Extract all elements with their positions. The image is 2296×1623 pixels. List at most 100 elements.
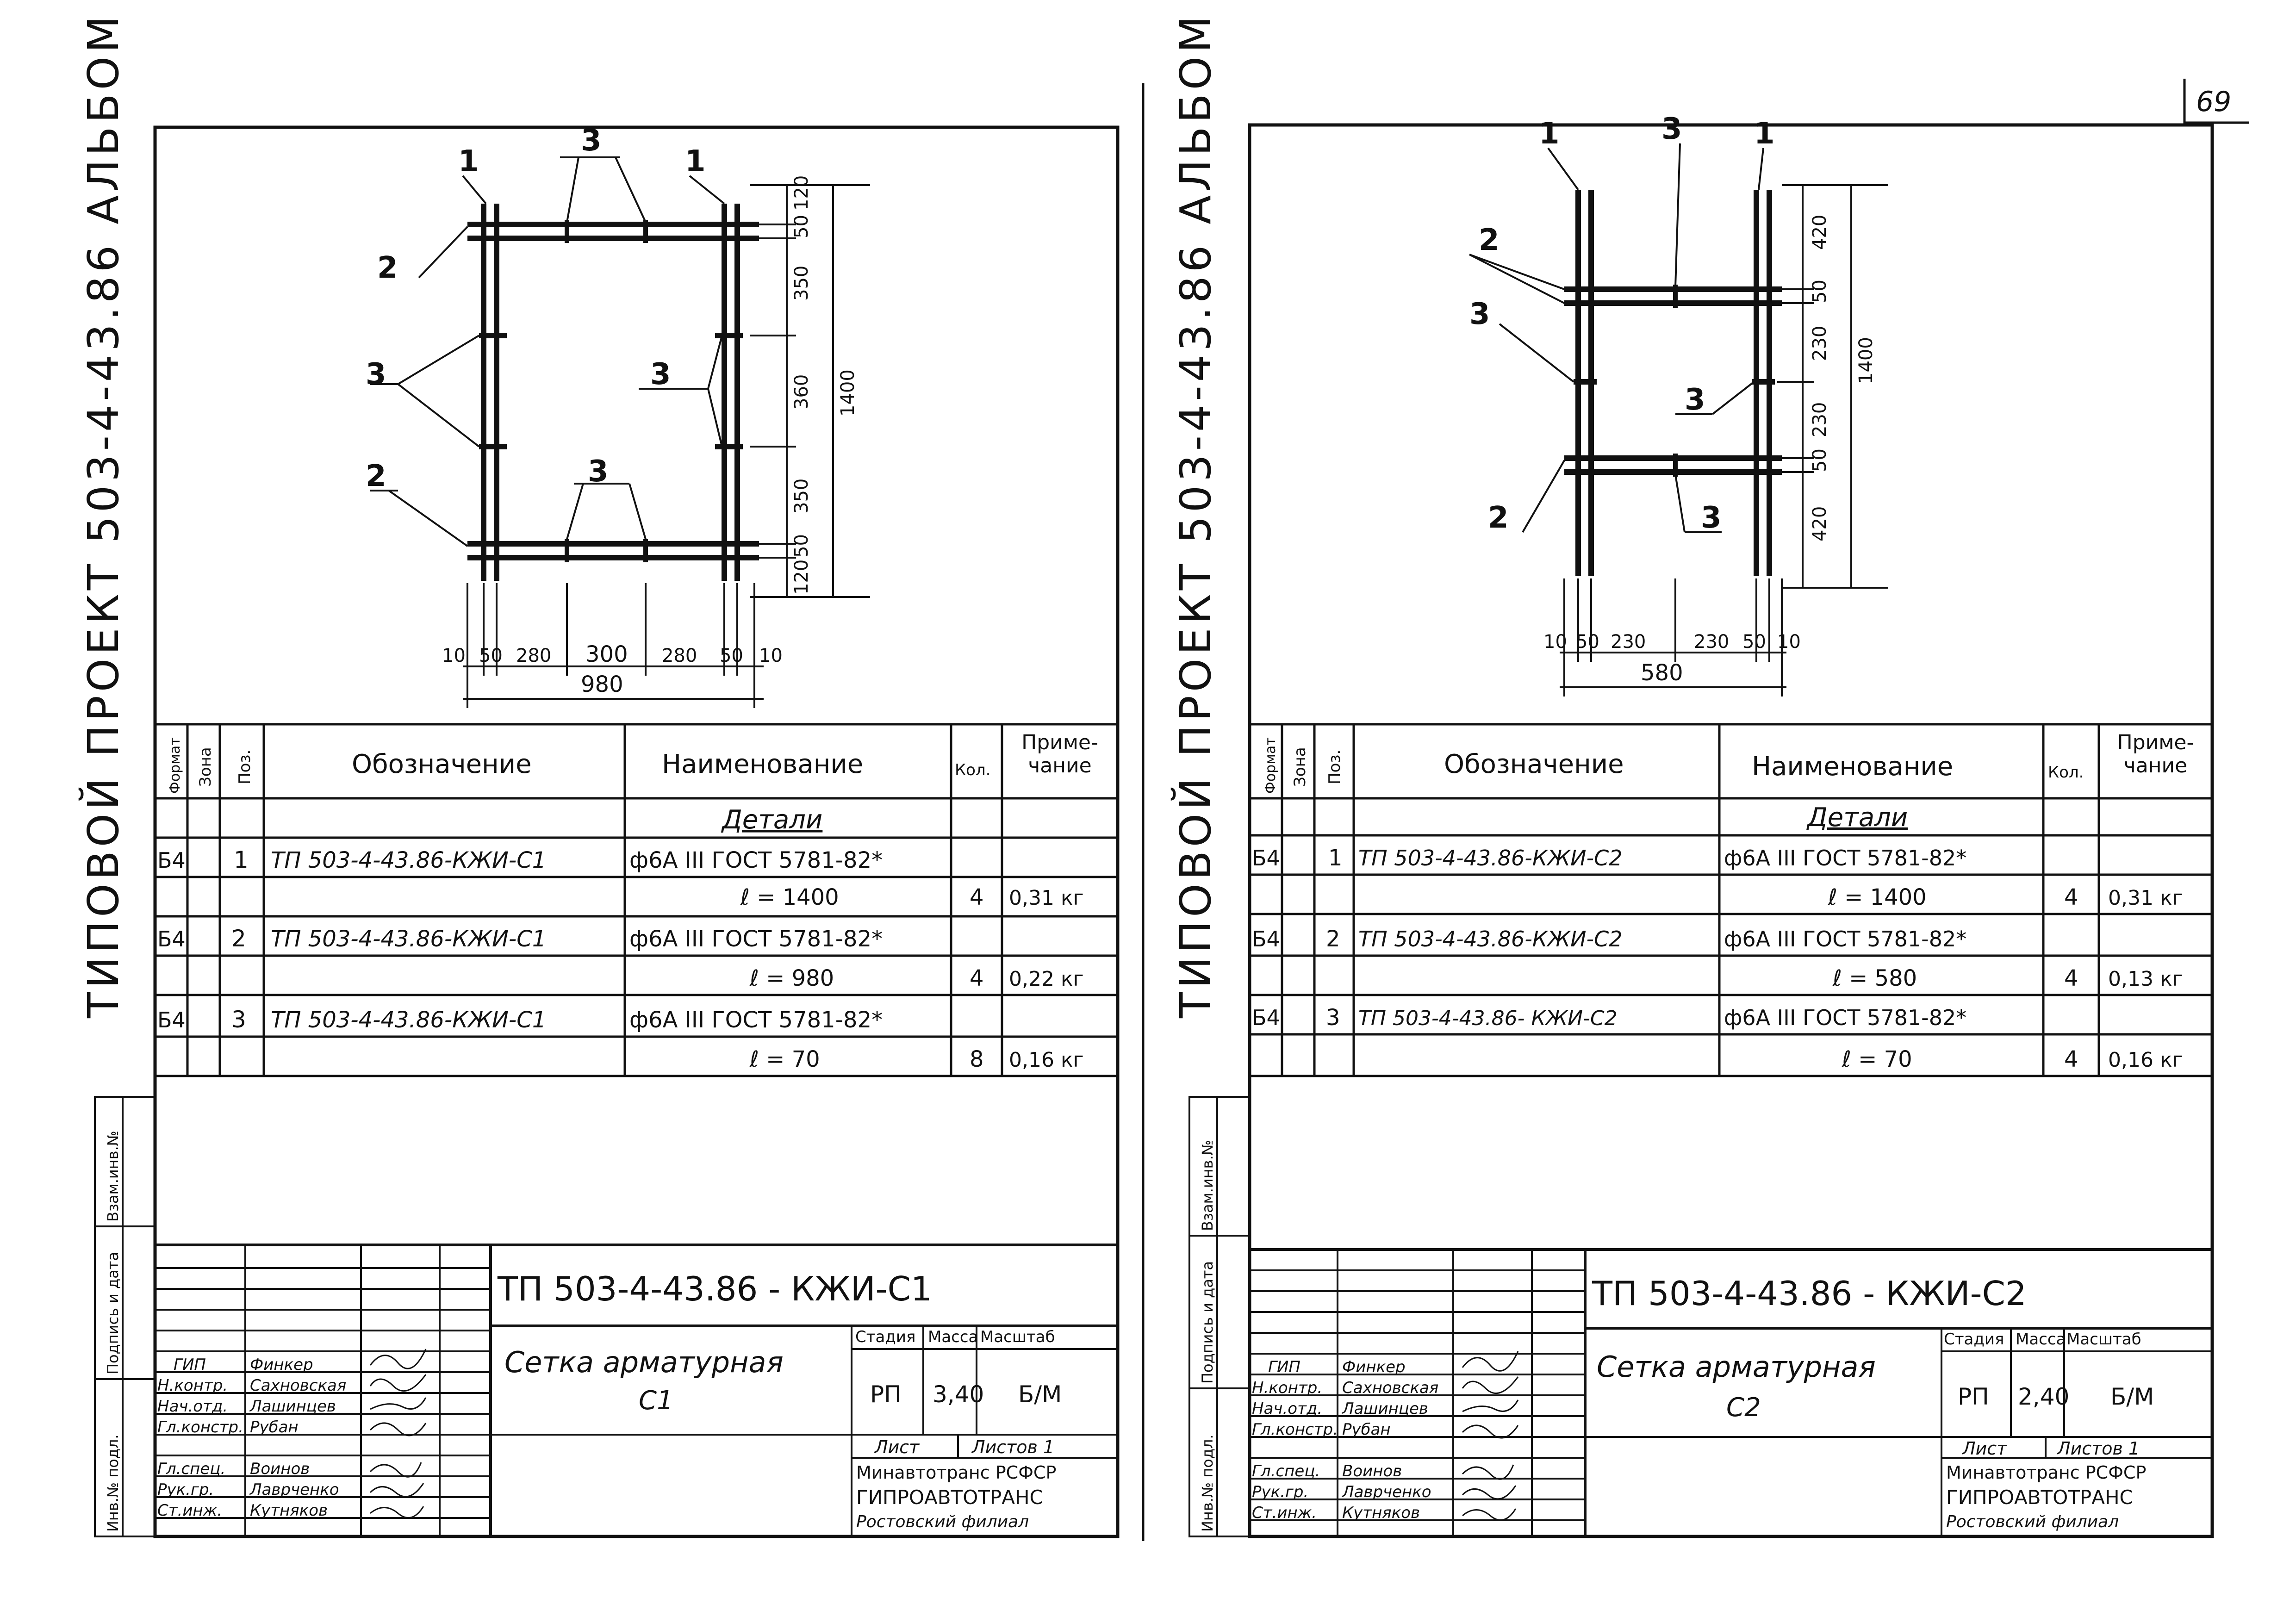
dim-label: 230 [1611, 631, 1646, 653]
sheet-1-callouts: 1 3 1 2 3 3 2 3 [366, 124, 706, 493]
row-name: ф6А III ГОСТ 5781-82* [629, 926, 883, 952]
dim-label: 120 [791, 560, 812, 595]
row-note: 0,31 кг [2108, 886, 2183, 910]
stamp-mass: 2,40 [2018, 1383, 2069, 1410]
dim-label: 420 [1809, 506, 1830, 541]
stamp-person: Финкер [250, 1356, 313, 1374]
dim-label: 50 [1809, 448, 1830, 472]
row-qty: 4 [970, 884, 984, 910]
header-pos: Поз. [1325, 750, 1344, 784]
header-designation: Обозначение [352, 749, 532, 779]
row-designation: ТП 503-4-43.86-КЖИ-С2 [1358, 927, 1622, 951]
dim-label: 10 [442, 645, 466, 666]
dim-label: 230 [1809, 402, 1830, 437]
sheet-2-stamp-grid [1250, 1248, 2212, 1536]
stamp-stage: РП [1958, 1383, 1989, 1410]
callout-label: 2 [377, 251, 398, 285]
stamp-title: Сетка арматурная [504, 1345, 784, 1379]
stamp-sheets-label: Листов 1 [971, 1437, 1054, 1457]
row-name: ф6А III ГОСТ 5781-82* [1724, 927, 1966, 951]
stamp-role: Гл.спец. [1252, 1462, 1320, 1480]
stamp-role: Рук.гр. [157, 1480, 214, 1499]
stamp-title: Сетка арматурная [1597, 1350, 1876, 1384]
stamp-person: Лаврченко [1341, 1483, 1431, 1501]
stamp-role: Нач.отд. [157, 1397, 228, 1416]
stamp-person: Лаврченко [249, 1480, 339, 1499]
callout-label: 3 [581, 124, 602, 158]
spec-section-title: Детали [1806, 802, 1908, 833]
sheet-2-callouts: 1 3 1 2 3 3 2 3 [1469, 112, 1775, 535]
row-qty: 4 [970, 965, 984, 991]
stamp-person: Рубан [1342, 1420, 1391, 1439]
stamp-org: Минавтотранс РСФСР [856, 1462, 1056, 1483]
row-pos: 3 [1326, 1005, 1340, 1031]
margin-label-signature: Подпись и дата [104, 1252, 122, 1374]
row-format: Б4 [157, 1007, 186, 1032]
row-pos: 1 [1328, 845, 1343, 871]
sheet-1-mesh-drawing [370, 156, 870, 708]
row-pos: 3 [231, 1006, 246, 1033]
dim-total-label: 1400 [1855, 337, 1877, 384]
sheet-2-spec-text: Формат Зона Поз. Обозначение Наименовани… [1252, 731, 2194, 1072]
callout-label: 2 [1479, 223, 1500, 257]
callout-label: 1 [1754, 117, 1775, 151]
stamp-person: Кутняков [1342, 1504, 1420, 1522]
row-qty: 8 [970, 1046, 984, 1072]
dim-label: 50 [1742, 631, 1766, 653]
callout-label: 3 [1685, 383, 1705, 417]
page-number: 69 [2196, 86, 2231, 118]
sheet-2-margin-strip [1188, 1096, 1251, 1537]
dim-label: 10 [1777, 631, 1801, 653]
callout-label: 3 [588, 454, 609, 489]
row-name: ф6А III ГОСТ 5781-82* [629, 847, 883, 873]
sheet-1-margin-strip [94, 1096, 156, 1537]
stamp-col-scale: Масштаб [2066, 1330, 2141, 1349]
stamp-title-sub: С1 [639, 1386, 673, 1416]
row-note: 0,31 кг [1009, 886, 1084, 910]
stamp-col-stage: Стадия [855, 1328, 915, 1346]
dim-total-label: 980 [581, 672, 623, 697]
signature-scribbles [369, 1349, 427, 1518]
dim-label: 50 [1576, 631, 1599, 653]
row-format: Б4 [157, 848, 186, 873]
header-name: Наименование [1752, 752, 1953, 782]
stamp-code: ТП 503-4-43.86 - КЖИ-С1 [497, 1269, 932, 1308]
row-name: ф6А III ГОСТ 5781-82* [1724, 1005, 1966, 1030]
stamp-person: Сахновская [250, 1376, 346, 1395]
header-qty: Кол. [955, 761, 990, 779]
stamp-sheets-label: Листов 1 [2056, 1438, 2140, 1459]
stamp-col-mass: Масса [928, 1328, 978, 1346]
header-note: Приме-чание [1021, 731, 1098, 777]
header-name: Наименование [662, 749, 863, 779]
dim-label: 50 [791, 534, 812, 558]
row-length: ℓ = 1400 [740, 884, 839, 910]
dim-total-label: 580 [1641, 660, 1683, 686]
stamp-org: ГИПРОАВТОТРАНС [856, 1486, 1043, 1509]
row-format: Б4 [1252, 1005, 1280, 1030]
row-length: ℓ = 580 [1832, 965, 1917, 991]
header-format: Формат [1263, 737, 1279, 794]
stamp-col-scale: Масштаб [980, 1328, 1055, 1346]
stamp-scale: Б/М [2110, 1383, 2154, 1410]
header-pos: Поз. [236, 750, 254, 784]
stamp-col-mass: Масса [2016, 1330, 2066, 1349]
row-note: 0,22 кг [1009, 967, 1084, 991]
callout-label: 3 [650, 357, 671, 392]
callout-label: 3 [1661, 112, 1682, 146]
stamp-person: Лашинцев [249, 1397, 336, 1416]
row-note: 0,16 кг [1009, 1048, 1084, 1072]
stamp-role: ГИП [1268, 1358, 1300, 1376]
dim-label: 230 [1809, 326, 1830, 361]
callout-label: 2 [366, 459, 386, 493]
stamp-role: Гл.констр. [157, 1418, 243, 1436]
row-pos: 1 [234, 846, 249, 873]
dim-label: 50 [720, 645, 743, 666]
sheet-1-stamp-text: ТП 503-4-43.86 - КЖИ-С1 Сетка арматурная… [157, 1269, 1062, 1531]
sheet-1-spec-table [155, 723, 1118, 1077]
dim-label: 280 [662, 645, 697, 666]
sheet-2-dimensions: 420 50 230 230 50 420 1400 10 50 230 230… [1543, 215, 1877, 686]
sheet-2-spec-table [1250, 723, 2212, 1077]
stamp-mass: 3,40 [933, 1381, 984, 1408]
row-length: ℓ = 980 [749, 965, 834, 991]
